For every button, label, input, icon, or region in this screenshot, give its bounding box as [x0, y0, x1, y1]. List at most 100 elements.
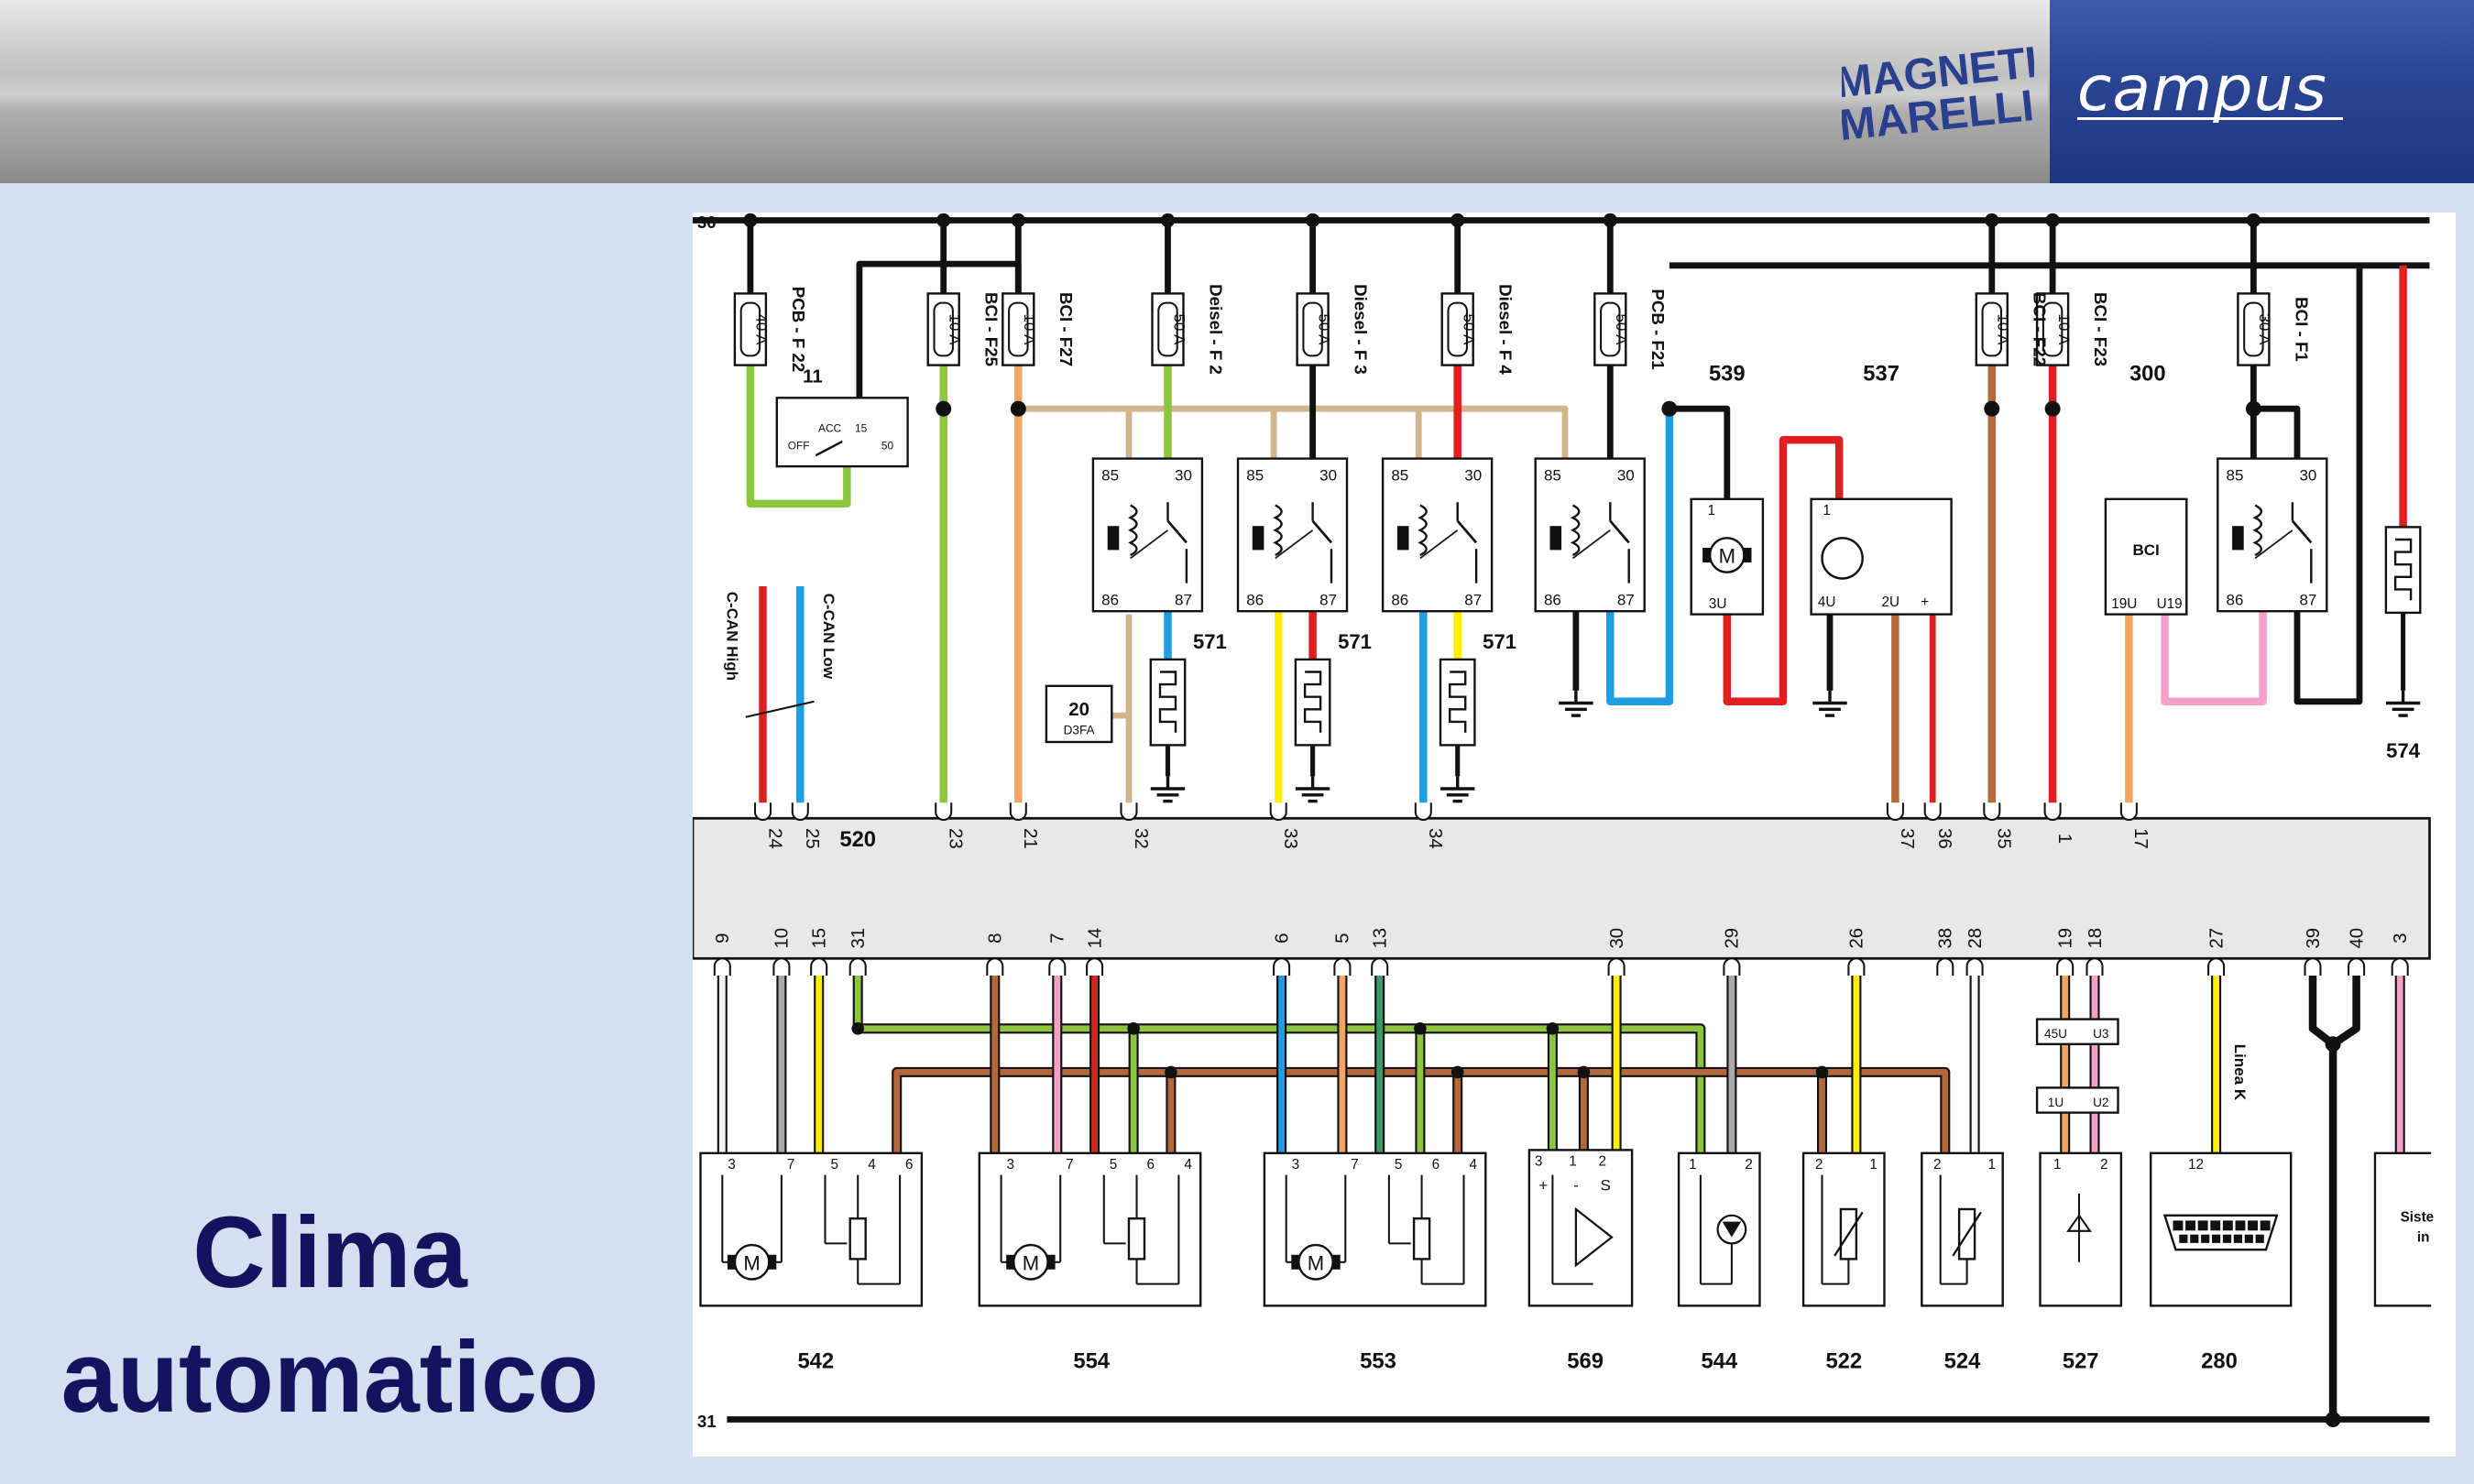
component-542-pin-2: 5 [830, 1157, 838, 1173]
544-pin2: 2 [1745, 1157, 1753, 1173]
relay-4-pin30: 30 [2299, 466, 2316, 484]
bus-green-dot-2 [1546, 1022, 1560, 1035]
component-542-pin-0: 3 [728, 1157, 736, 1173]
bottom-pin-label-19: 40 [2347, 928, 2367, 949]
relay-1-linkage [1275, 529, 1314, 560]
dot-f1 [2245, 400, 2261, 417]
280-pin-a1 [2185, 1220, 2195, 1231]
rail-dot-2 [1011, 213, 1025, 228]
280-pin-a5 [2235, 1220, 2246, 1231]
component-527 [2039, 1151, 2123, 1307]
bottom-pin-label-6: 14 [1085, 928, 1105, 949]
relay-0-coil-core [1107, 526, 1120, 551]
bottom-pin-8 [1333, 957, 1352, 976]
top-pin-0 [753, 802, 772, 821]
relay-4-coil [2252, 504, 2263, 557]
280-pin-a3 [2210, 1220, 2221, 1231]
569-amp-icon [1574, 1206, 1614, 1268]
bottom-pin-label-1: 10 [772, 928, 793, 949]
top-pin-6 [1414, 802, 1432, 821]
fuse-8-rating: 10 A [2055, 313, 2073, 345]
569-pin3: 3 [1535, 1153, 1543, 1169]
rail-dot-7 [1985, 213, 1999, 228]
relay-4-pin86: 86 [2227, 591, 2244, 608]
ign-pos-off: OFF [788, 439, 810, 452]
component-553-pin-1: 7 [1351, 1157, 1359, 1173]
relay-2-contact [1456, 519, 1478, 544]
fuse-1-label: BCI - F25 [982, 292, 1002, 366]
bottom-pin-label-13: 38 [1936, 928, 1956, 949]
bottom-pin-label-9: 13 [1371, 928, 1391, 949]
fuse-4-label: Diesel - F 3 [1352, 284, 1371, 375]
dot-f22 [1984, 400, 2000, 417]
resistor-571-1-body [1294, 658, 1331, 747]
lower-label-544: 544 [1701, 1348, 1737, 1373]
280-pin-b3 [2212, 1234, 2221, 1243]
top-pin-label-3: 21 [1020, 828, 1040, 849]
relay-0-linkage [1130, 529, 1169, 560]
527-pin45U: 45U [2044, 1027, 2067, 1041]
component-524-pin2: 2 [1933, 1157, 1942, 1173]
relay-1-pin85: 85 [1246, 466, 1264, 484]
label-574: 574 [2386, 739, 2421, 762]
fuse-5-rating: 50 A [1461, 313, 1478, 345]
lower-label-553: 553 [1360, 1348, 1396, 1373]
bottom-pin-label-10: 30 [1607, 928, 1627, 949]
resistor-571-2-body [1439, 658, 1476, 747]
components [693, 213, 2456, 1457]
wire-539-537 [1723, 435, 1844, 706]
280-pin12: 12 [2188, 1157, 2204, 1173]
top-pin-label-10: 1 [2054, 834, 2074, 844]
relay-1-pin30: 30 [1319, 466, 1337, 484]
relay-1-pin86: 86 [1246, 591, 1264, 608]
544-pin1: 1 [1689, 1157, 1697, 1173]
component-542 [699, 1151, 924, 1307]
fuse-3-rating: 50 A [1170, 313, 1188, 345]
fuse-9-label: BCI - F1 [2292, 297, 2311, 362]
campus-brand: campus [2077, 53, 2327, 125]
537-pin2U: + [1921, 595, 1929, 610]
header-bar: MAGNETI MARELLI campus [0, 0, 2474, 183]
ign-feed [856, 260, 1022, 398]
relay-4-contact [2291, 519, 2313, 544]
fuse-3-label: Deisel - F 2 [1206, 284, 1225, 375]
fuse-5-element [1447, 301, 1468, 357]
bottom-pin-label-5: 7 [1048, 933, 1068, 944]
relay-1-pin87: 87 [1319, 591, 1337, 608]
wire-40-gnd [2330, 976, 2360, 1048]
527-pin1U: 1U [2048, 1096, 2063, 1109]
dot-f27 [1010, 400, 1026, 417]
bottom-pin-15 [2056, 957, 2074, 976]
rail-dot-0 [743, 213, 758, 228]
fuse-4-body [1296, 292, 1330, 366]
component-542-motor-brush-l [727, 1254, 737, 1270]
component-554 [978, 1151, 1202, 1307]
fuse-9-element [2243, 301, 2264, 357]
fuse-6-element [1600, 301, 1621, 357]
fuse-8-element [2042, 301, 2063, 357]
fuse-0-label: PCB - F 22 [789, 287, 808, 372]
relay-0-pin87: 87 [1175, 591, 1192, 608]
bottom-pin-label-18: 39 [2304, 928, 2324, 949]
wire-539-in [1669, 405, 1731, 499]
569-minus: - [1573, 1177, 1579, 1195]
dot-539 [1661, 400, 1678, 417]
280-pin-a0 [2173, 1220, 2184, 1231]
top-pin-label-7: 37 [1897, 828, 1917, 849]
bottom-pin-label-2: 15 [810, 928, 830, 949]
bottom-pin-7 [1273, 957, 1291, 976]
lower-label-522: 522 [1825, 1348, 1862, 1373]
central-unit-520 [693, 816, 2431, 960]
bus-brown-dot-3 [1815, 1065, 1829, 1079]
280-pin-b1 [2190, 1234, 2199, 1243]
bus-green-start [851, 1022, 864, 1035]
component-539-motor-letter: M [1719, 545, 1735, 568]
label-300: 300 [2129, 362, 2166, 387]
wire-bci-relay [2161, 611, 2267, 706]
relay-0-coil [1128, 504, 1138, 557]
relay-2-pin30: 30 [1464, 466, 1482, 484]
bus-brown-dot-2 [1577, 1065, 1591, 1079]
bottom-pin-label-17: 27 [2206, 928, 2227, 949]
rail-dot-8 [2045, 213, 2060, 228]
fuse-1-element [933, 301, 954, 357]
